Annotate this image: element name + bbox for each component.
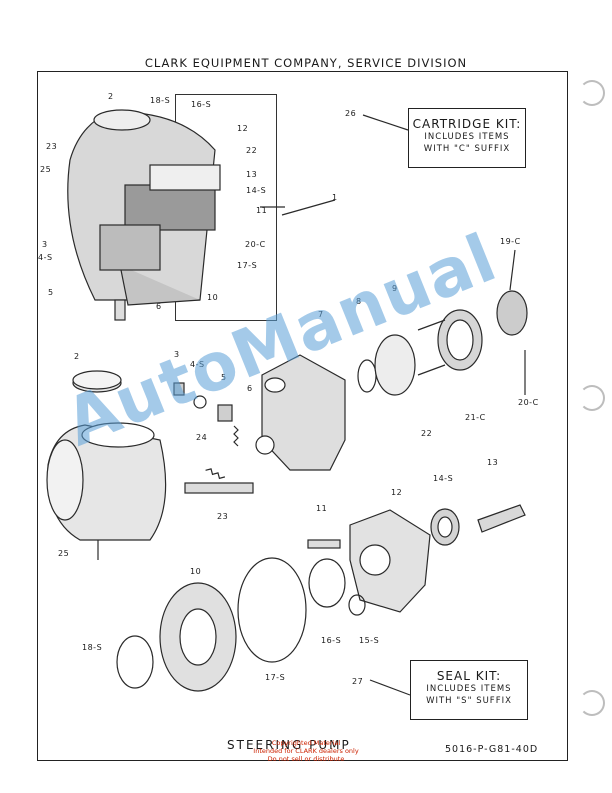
callout-label: 5 (48, 288, 54, 297)
callout-label: 4-S (190, 360, 205, 369)
reservoir-cap-illustration (72, 370, 122, 393)
callout-label: 2 (108, 92, 114, 101)
callout-label: 10 (190, 567, 202, 576)
cartridge-kit-title: CARTRIDGE KIT: (412, 117, 522, 131)
notice-line2: Intended for CLARK dealers only (253, 747, 359, 755)
notice-line1: Copyrighted Material (271, 739, 341, 747)
callout-label: 6 (156, 302, 162, 311)
callout-label: 25 (40, 165, 52, 174)
callout-label: 27 (352, 677, 364, 686)
callout-label: 16-S (321, 636, 342, 645)
callout-label: 7 (318, 310, 324, 319)
cartridge-kit-line2: WITH "C" SUFFIX (423, 144, 511, 154)
valve-body-illustration (255, 354, 346, 471)
seal-kit-title: SEAL KIT: (436, 669, 502, 683)
binder-hole-icon (579, 80, 605, 106)
callout-label: 8 (356, 297, 362, 306)
callout-label: 6 (247, 384, 253, 393)
callout-label: 22 (246, 146, 258, 155)
cartridge-kit-line1: INCLUDES ITEMS (424, 132, 510, 142)
callout-label: 9 (392, 284, 398, 293)
callout-label: 4-S (38, 253, 53, 262)
callout-label: 23 (46, 142, 58, 151)
copyright-notice: Copyrighted Material Intended for CLARK … (246, 739, 366, 763)
o-ring-illustration (357, 359, 377, 393)
large-o-ring-illustration (237, 557, 307, 663)
assembled-pump-illustration (67, 109, 285, 321)
callout-label: 12 (237, 124, 249, 133)
callout-label: 1 (332, 193, 338, 202)
callout-label: 26 (345, 109, 357, 118)
callout-label: 3 (174, 350, 180, 359)
callout-label: 2 (74, 352, 80, 361)
callout-label: 11 (256, 206, 268, 215)
drawing-number: 5016-P-G81-40D (445, 744, 539, 755)
callout-label: 25 (58, 549, 70, 558)
seal-kit-box: SEAL KIT: INCLUDES ITEMS WITH "S" SUFFIX (410, 660, 528, 720)
seal-kit-line2: WITH "S" SUFFIX (426, 696, 512, 706)
diagram-frame (37, 71, 568, 761)
callout-label: 13 (487, 458, 499, 467)
diagram-title: STEERING PUMP (227, 738, 351, 752)
callout-label: 17-S (237, 261, 258, 270)
binder-hole-icon (579, 385, 605, 411)
callout-label: 23 (217, 512, 229, 521)
seal-kit-line1: INCLUDES ITEMS (426, 684, 512, 694)
callout-label: 12 (391, 488, 403, 497)
callout-label: 11 (316, 504, 328, 513)
end-cover-illustration (159, 582, 237, 692)
callout-label: 13 (246, 170, 258, 179)
notice-line3: Do not sell or distribute (267, 755, 345, 763)
callout-label: 15-S (359, 636, 380, 645)
callout-label: 17-S (265, 673, 286, 682)
callout-label: 18-S (82, 643, 103, 652)
callout-label: 5 (221, 373, 227, 382)
callout-label: 3 (42, 240, 48, 249)
callout-label: 21-C (465, 413, 486, 422)
callout-label: 20-C (518, 398, 539, 407)
pump-housing-illustration (349, 509, 431, 613)
callout-label: 24 (196, 433, 208, 442)
page-header: CLARK EQUIPMENT COMPANY, SERVICE DIVISIO… (144, 56, 468, 70)
pressure-plate-illustration (374, 334, 416, 396)
callout-label: 14-S (433, 474, 454, 483)
binder-hole-icon (579, 690, 605, 716)
cartridge-kit-box: CARTRIDGE KIT: INCLUDES ITEMS WITH "C" S… (408, 108, 526, 168)
callout-label: 20-C (245, 240, 266, 249)
callout-label: 16-S (191, 100, 212, 109)
callout-label: 14-S (246, 186, 267, 195)
callout-label: 22 (421, 429, 433, 438)
callout-label: 10 (207, 293, 219, 302)
rotor-illustration (496, 290, 528, 336)
callout-label: 19-C (500, 237, 521, 246)
drive-shaft-illustration (477, 504, 526, 533)
callout-label: 18-S (150, 96, 171, 105)
reservoir-illustration (46, 422, 167, 560)
